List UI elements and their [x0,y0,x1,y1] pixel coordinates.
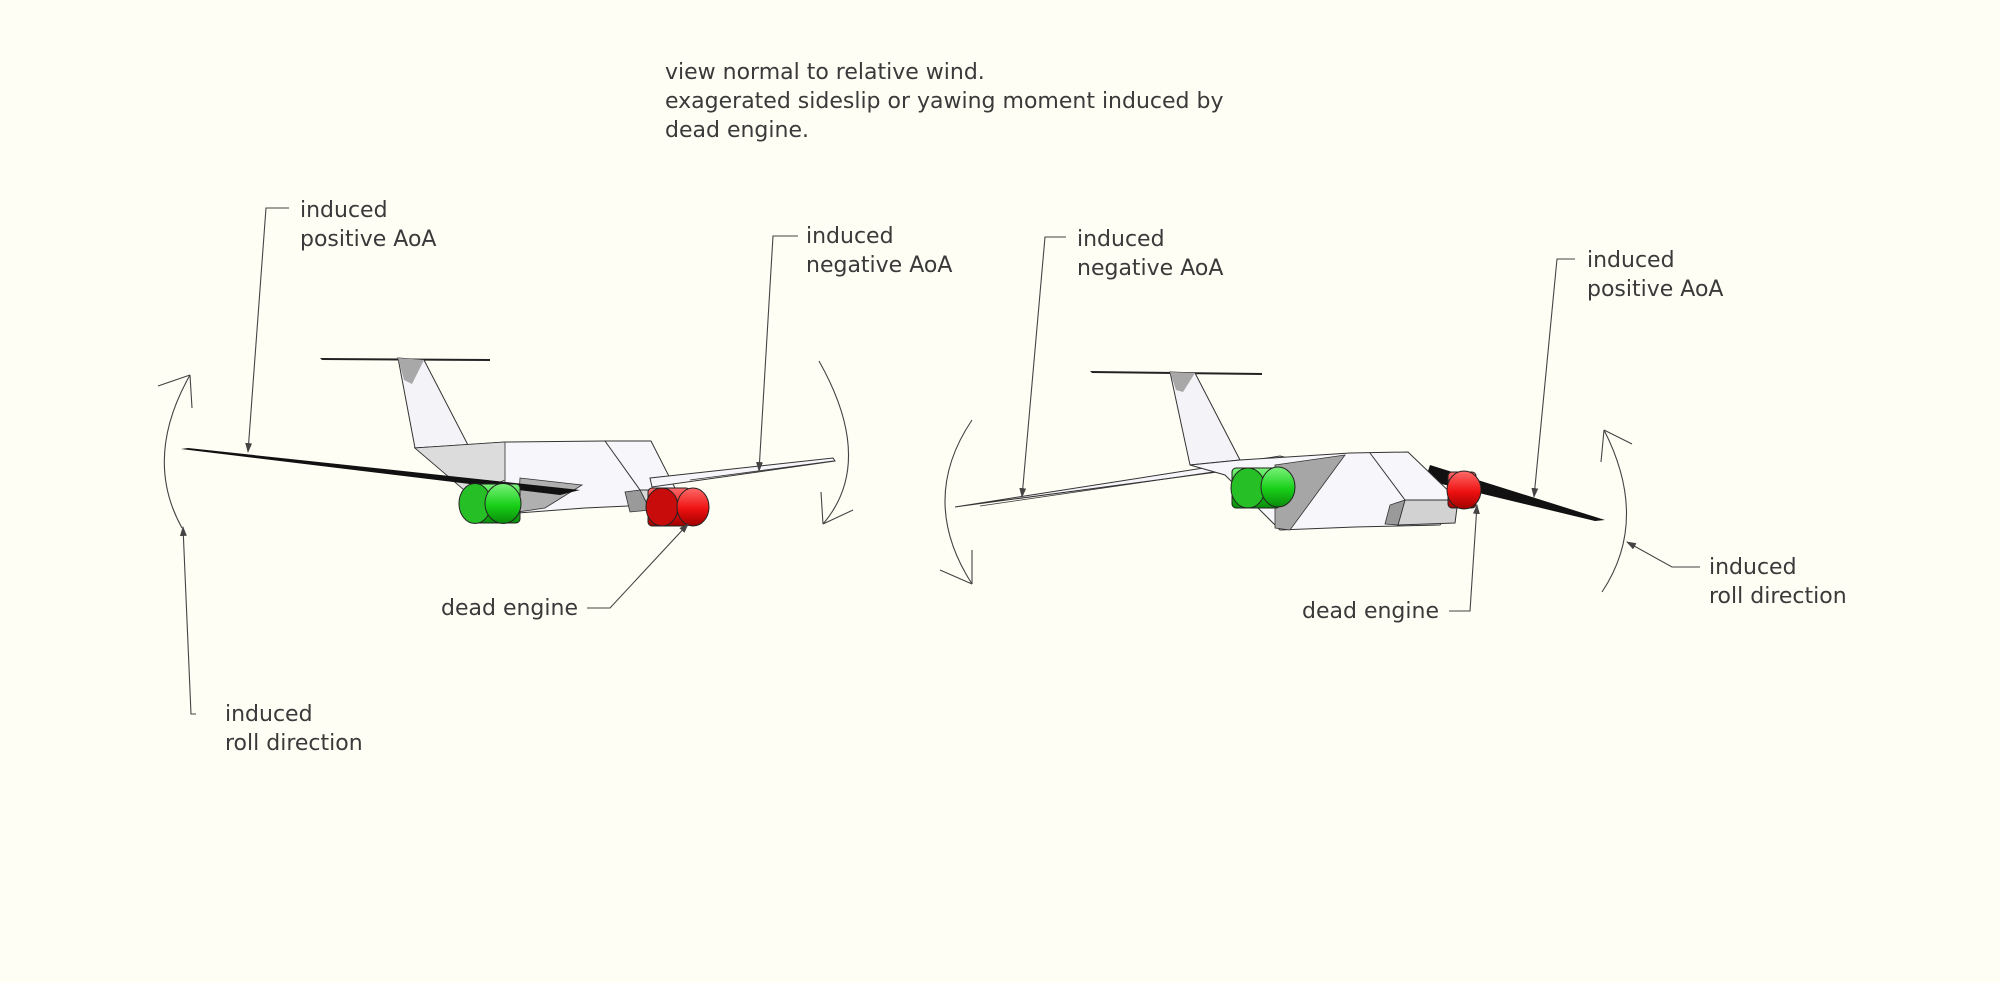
leader-right-negative-aoa [1019,236,1066,498]
left-positive-aoa-line-1: induced [300,198,388,223]
right-working-engine [1230,466,1296,509]
right-negative-aoa-line-2: negative AoA [1077,256,1224,281]
right-airplane [954,371,1605,531]
left-dead-engine [645,487,710,527]
right-negative-aoa-line-1: induced [1077,227,1165,252]
leader-right-positive-aoa [1531,258,1575,498]
left-airplane [181,357,836,527]
right-positive-aoa-line-2: positive AoA [1587,277,1724,302]
left-wing-negative-aoa [649,457,836,488]
right-positive-aoa-line-1: induced [1587,248,1675,273]
left-positive-aoa-line-2: positive AoA [300,227,437,252]
left-leader-lines [179,207,798,715]
right-dead-engine-label: dead engine [1302,597,1439,626]
right-negative-aoa-label: induced negative AoA [1077,225,1223,283]
left-working-engine [458,483,522,524]
left-negative-aoa-line-2: negative AoA [806,253,953,278]
right-roll-arc-up [1601,429,1628,593]
left-tail-shade [398,358,424,384]
left-roll-line-2: roll direction [225,731,363,756]
leader-right-roll [1626,541,1700,568]
leader-left-dead-engine [587,523,689,609]
leader-right-dead-engine [1449,504,1480,612]
leader-left-positive-aoa [245,207,289,453]
left-roll-direction-label: induced roll direction [225,700,363,758]
left-positive-aoa-label: induced positive AoA [300,196,436,254]
caption-line-1: view normal to relative wind. [665,60,985,85]
left-roll-arc-up [163,374,191,529]
caption: view normal to relative wind. exagerated… [665,58,1223,145]
right-roll-direction-label: induced roll direction [1709,553,1847,611]
left-dead-engine-text: dead engine [441,596,578,621]
right-leader-lines [1019,236,1700,612]
caption-line-3: dead engine. [665,118,809,143]
left-roll-line-1: induced [225,702,313,727]
leader-left-roll [179,526,196,715]
left-negative-aoa-label: induced negative AoA [806,222,952,280]
left-wing-positive-aoa [181,448,580,495]
right-tail-shade [1170,372,1195,392]
right-roll-line-2: roll direction [1709,584,1847,609]
right-positive-aoa-label: induced positive AoA [1587,246,1723,304]
left-roll-arrows [157,360,854,529]
right-roll-line-1: induced [1709,555,1797,580]
right-roll-arc-down [944,419,973,585]
left-dead-engine-label: dead engine [441,594,578,623]
right-dead-engine [1446,470,1482,510]
right-dead-engine-text: dead engine [1302,599,1439,624]
left-negative-aoa-line-1: induced [806,224,894,249]
left-roll-arc-down [818,360,850,525]
right-roll-arrows [939,419,1633,593]
leader-left-negative-aoa [756,235,798,472]
caption-line-2: exagerated sideslip or yawing moment ind… [665,89,1224,114]
